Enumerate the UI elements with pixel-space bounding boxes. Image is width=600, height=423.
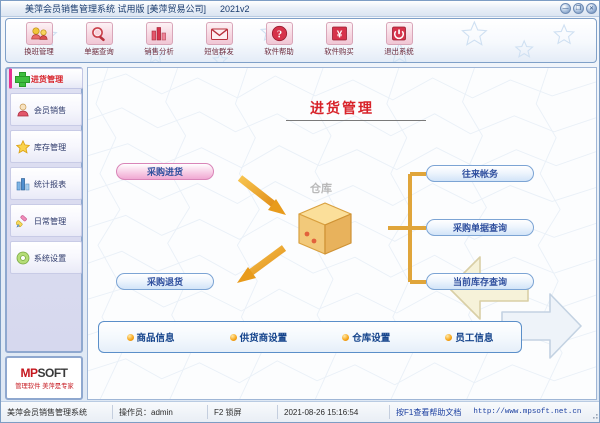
- node-stock-query[interactable]: 当前库存查询: [426, 273, 534, 290]
- toolbar-button-document-query[interactable]: 单据查询: [76, 22, 122, 62]
- maximize-icon[interactable]: ❐: [573, 3, 584, 14]
- mpsoft-logo: MPSOFT 管理软件 美萍是专家: [5, 356, 83, 400]
- help-question-icon: ?: [265, 22, 293, 45]
- quick-link-label: 供货商设置: [239, 333, 288, 344]
- sidebar-item-member-sales[interactable]: 会员销售: [10, 93, 82, 126]
- bullet-icon: [342, 333, 350, 341]
- sidebar-item-label: 日常管理: [33, 215, 67, 226]
- title-divider: [286, 120, 426, 121]
- sidebar-item-label: 库存管理: [33, 141, 67, 152]
- close-icon[interactable]: ✕: [586, 3, 597, 14]
- minimize-icon[interactable]: —: [560, 3, 571, 14]
- bullet-icon: [445, 333, 453, 341]
- window-title: 美萍会员销售管理系统 试用版 [美萍贸易公司]: [25, 4, 207, 14]
- sidebar-item-daily-management[interactable]: 日常管理: [10, 204, 82, 237]
- title-bar: 美萍会员销售管理系统 试用版 [美萍贸易公司] 2021v2 — ❐ ✕: [1, 1, 599, 17]
- quick-link-label: 仓库设置: [352, 333, 391, 344]
- star-inventory-icon: [15, 139, 30, 154]
- sidebar-item-inventory-management[interactable]: 库存管理: [10, 130, 82, 163]
- sidebar-item-system-settings[interactable]: 系统设置: [10, 241, 82, 274]
- toolbar-button-label: 销售分析: [144, 47, 174, 56]
- status-app-name: 美萍会员销售管理系统: [1, 405, 113, 419]
- status-bar: 美萍会员销售管理系统 操作员：admin F2 锁屏 2021-08-26 15…: [1, 401, 599, 422]
- toolbar-button-software-help[interactable]: ? 软件帮助: [256, 22, 302, 62]
- sidebar-item-label: 系统设置: [33, 252, 67, 263]
- quick-link-warehouse-settings[interactable]: 仓库设置: [342, 330, 390, 344]
- sidebar-item-list: 会员销售 库存管理 统计报表: [10, 93, 82, 278]
- status-lock-hint: F2 锁屏: [208, 405, 278, 419]
- bullet-icon: [229, 333, 237, 341]
- power-exit-icon: [385, 22, 413, 45]
- quick-link-label: 员工信息: [455, 333, 494, 344]
- toolbar-button-label: 换班管理: [24, 47, 54, 56]
- toolbar-button-row: 换班管理 单据查询: [6, 19, 596, 62]
- toolbar-button-label: 短信群发: [204, 47, 234, 56]
- bar-chart-icon: [15, 176, 30, 191]
- magnifier-icon: [85, 22, 113, 45]
- status-datetime: 2021-08-26 15:16:54: [278, 405, 390, 419]
- status-operator: 操作员：admin: [113, 405, 208, 419]
- node-accounts[interactable]: 往来帐务: [426, 165, 534, 182]
- bullet-icon: [126, 333, 134, 341]
- node-purchase-return[interactable]: 采购退货: [116, 273, 214, 290]
- sms-broadcast-icon: [205, 22, 233, 45]
- sidebar-item-label: 会员销售: [33, 104, 67, 115]
- toolbar-button-exit-system[interactable]: 退出系统: [376, 22, 422, 62]
- toolbar-button-software-purchase[interactable]: ¥ 软件购买: [316, 22, 362, 62]
- sidebar: 进货管理 会员销售 库存管理: [5, 67, 83, 353]
- warehouse-box-icon: [298, 202, 352, 255]
- decorative-right-arrow-icon: [501, 293, 582, 359]
- node-purchase-in[interactable]: 采购进货: [116, 163, 214, 180]
- logo-mp-text: MP: [20, 365, 39, 380]
- logo-wordmark: MPSOFT: [20, 365, 69, 380]
- green-plus-icon: [15, 72, 30, 87]
- member-sales-icon: [15, 102, 30, 117]
- sidebar-item-purchase-management[interactable]: 进货管理: [9, 68, 83, 89]
- sidebar-item-label: 统计报表: [33, 178, 67, 189]
- quick-link-supplier-settings[interactable]: 供货商设置: [229, 330, 288, 344]
- toolbar-button-sales-analysis[interactable]: 销售分析: [136, 22, 182, 62]
- warehouse-label: 仓库: [310, 183, 332, 195]
- toolbar-button-shift-management[interactable]: 换班管理: [16, 22, 62, 62]
- flow-connectors: [237, 172, 426, 284]
- svg-text:¥: ¥: [336, 30, 342, 41]
- quick-link-product-info[interactable]: 商品信息: [126, 330, 175, 344]
- logo-soft-text: SOFT: [37, 365, 69, 380]
- gear-settings-icon: [15, 250, 30, 265]
- status-help-hint[interactable]: 按F1查看帮助文档: [396, 407, 462, 417]
- toolbar-button-label: 软件购买: [324, 47, 354, 56]
- toolbar-button-label: 单据查询: [84, 47, 114, 56]
- sidebar-item-statistics-report[interactable]: 统计报表: [10, 167, 82, 200]
- svg-text:?: ?: [276, 29, 281, 40]
- brush-daily-icon: [15, 213, 30, 228]
- quick-link-employee-info[interactable]: 员工信息: [445, 330, 493, 344]
- window-controls: — ❐ ✕: [560, 3, 597, 14]
- bar-chart-icon: [145, 22, 173, 45]
- yen-purchase-icon: ¥: [325, 22, 353, 45]
- toolbar-button-label: 退出系统: [384, 47, 414, 56]
- node-order-query[interactable]: 采购单据查询: [426, 219, 534, 236]
- page-title: 进货管理: [310, 100, 374, 116]
- status-url[interactable]: http://www.mpsoft.net.cn: [473, 408, 582, 416]
- toolbar-button-label: 软件帮助: [264, 47, 294, 56]
- quick-link-label: 商品信息: [136, 333, 175, 344]
- logo-tagline: 管理软件 美萍是专家: [14, 382, 74, 390]
- quick-links-bar: 商品信息 供货商设置 仓库设置 员工信息: [98, 321, 522, 353]
- toolbar-button-sms-broadcast[interactable]: 短信群发: [196, 22, 242, 62]
- shift-management-icon: [25, 22, 53, 45]
- sidebar-item-label: 进货管理: [30, 73, 64, 84]
- main-content-panel: 进货管理 仓库: [87, 67, 597, 400]
- resize-grip-icon[interactable]: [589, 410, 599, 420]
- main-toolbar: 换班管理 单据查询: [5, 18, 597, 63]
- window-version: 2021v2: [220, 3, 250, 14]
